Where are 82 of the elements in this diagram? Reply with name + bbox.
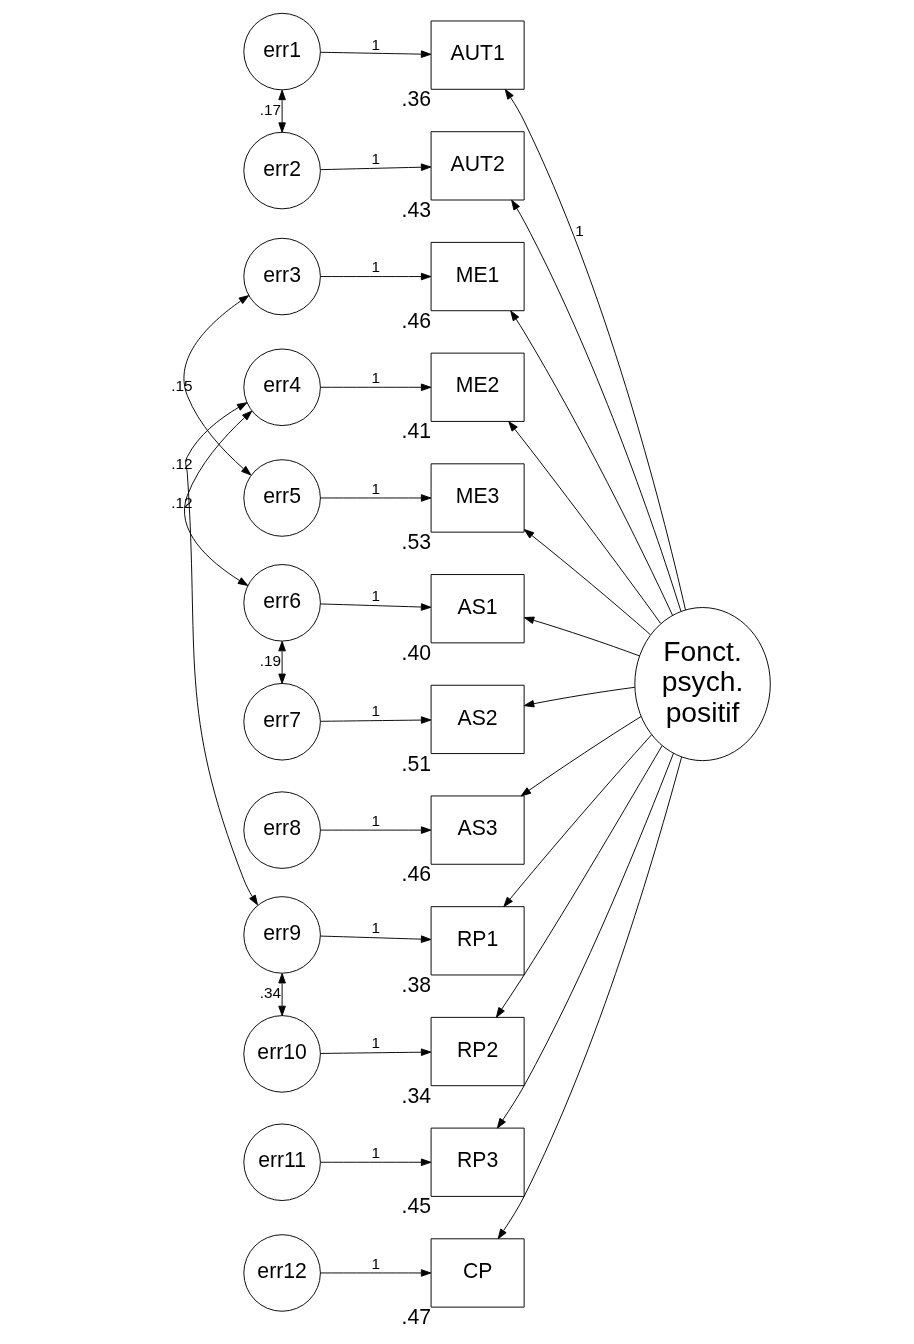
edge-label: .17 (259, 101, 281, 119)
arrow (523, 616, 640, 657)
node-box: RP2 (430, 1016, 525, 1087)
node-label: .40 (401, 640, 432, 664)
arrow (183, 295, 252, 476)
edge-label: 1 (371, 1034, 380, 1052)
edge-label: 1 (371, 1144, 380, 1162)
node-circle: err12 (243, 1234, 321, 1312)
arrow (320, 603, 432, 611)
edge-label: 1 (371, 1254, 380, 1272)
arrow (523, 686, 636, 708)
node-box: AUT2 (430, 131, 525, 201)
arrow (320, 163, 432, 171)
arrow (497, 756, 683, 1240)
node-box: RP1 (430, 906, 525, 976)
node-box: AUT1 (430, 20, 525, 90)
edge-label: .19 (259, 652, 281, 670)
node-label: .41 (401, 419, 432, 443)
arrow (320, 935, 432, 943)
edge-label: 1 (371, 479, 380, 497)
node-label: .46 (401, 308, 432, 332)
node-ellipse: Fonct. psych. positif (634, 607, 771, 762)
node-label: .36 (401, 87, 432, 111)
node-box: RP3 (430, 1127, 525, 1197)
node-circle: err10 (243, 1015, 321, 1093)
edge-label: 1 (371, 258, 380, 276)
node-circle: err7 (243, 683, 321, 761)
node-box: ME1 (430, 241, 525, 312)
arrow (320, 826, 432, 834)
arrow (185, 402, 258, 906)
arrow (278, 640, 286, 684)
node-label: .47 (401, 1305, 432, 1329)
arrow (320, 383, 432, 392)
node-box: AS2 (430, 684, 525, 755)
arrow (523, 529, 651, 636)
edge-label: 1 (371, 919, 380, 937)
edge-label: .34 (259, 984, 281, 1002)
arrow (320, 494, 432, 502)
node-circle: err6 (243, 564, 321, 642)
node-label: .53 (401, 530, 432, 554)
node-box: AS1 (430, 574, 525, 644)
node-label: .34 (401, 1083, 432, 1107)
arrow (320, 272, 432, 281)
arrow (320, 1269, 432, 1277)
node-label: .43 (401, 197, 432, 221)
node-label: .45 (401, 1194, 432, 1218)
node-label: .46 (401, 862, 432, 886)
edge-label: 1 (371, 702, 380, 720)
node-box: ME3 (430, 463, 525, 533)
arrow (508, 421, 661, 624)
node-circle: err2 (243, 131, 321, 210)
node-circle: err11 (243, 1123, 321, 1201)
arrow (496, 752, 674, 1129)
edge-label: .12 (171, 455, 193, 473)
arrow (520, 716, 642, 797)
edge-label: 1 (575, 221, 584, 239)
arrow (320, 1048, 432, 1056)
edge-label: 1 (371, 149, 380, 167)
edge-label: 1 (371, 586, 380, 604)
node-box: ME2 (430, 352, 525, 422)
node-label: .38 (401, 972, 432, 996)
arrow (503, 734, 653, 908)
arrow (278, 89, 286, 133)
arrow (320, 716, 432, 724)
arrow (495, 745, 663, 1018)
node-circle: err1 (243, 12, 321, 91)
edge-label: 1 (371, 369, 380, 387)
arrow (320, 1158, 432, 1166)
edge-label: 1 (371, 811, 380, 829)
arrow (511, 199, 682, 612)
arrow (278, 973, 286, 1017)
arrow (320, 50, 432, 58)
arrow (184, 410, 253, 586)
node-circle: err8 (243, 791, 321, 869)
node-circle: err3 (243, 237, 321, 316)
edge-label: 1 (371, 35, 380, 53)
arrow (504, 89, 686, 611)
node-label: .51 (401, 751, 432, 775)
node-box: AS3 (430, 795, 525, 865)
node-box: CP (430, 1238, 525, 1308)
edge-label: .15 (171, 377, 193, 395)
arrow (510, 310, 673, 616)
